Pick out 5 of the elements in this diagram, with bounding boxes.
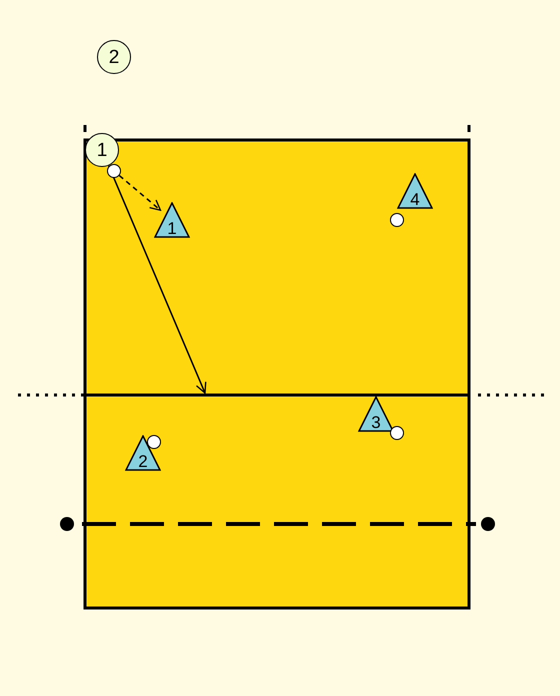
player-triangle: 1 <box>154 202 190 238</box>
player-triangle: 2 <box>125 435 161 471</box>
player-triangle: 3 <box>358 396 394 432</box>
movement-arrow <box>118 174 162 211</box>
player-triangle: 4 <box>397 173 433 209</box>
